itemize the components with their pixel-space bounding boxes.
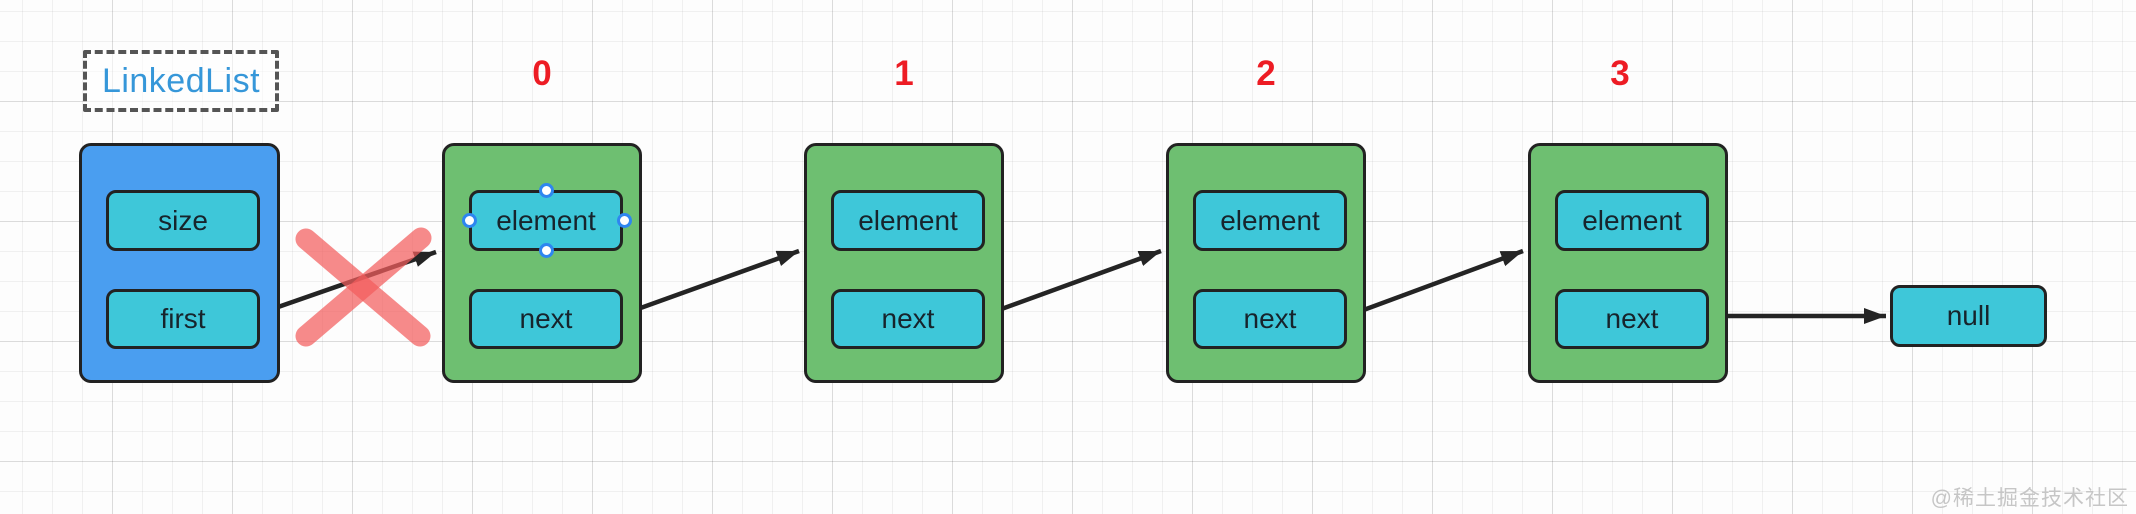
node0-element-field[interactable]: element [469,190,623,251]
node2-box[interactable]: element next [1166,143,1366,383]
node3-next-field[interactable]: next [1555,289,1709,349]
node3-element-label: element [1582,204,1682,236]
node2-element-field[interactable]: element [1193,190,1347,251]
node3-index-label: 3 [1610,54,1630,93]
node1-box[interactable]: element next [804,143,1004,383]
node0-element-label: element [496,204,596,236]
selection-handle-top[interactable] [539,182,554,198]
red-cross-icon[interactable] [295,227,432,347]
node2-index-label: 2 [1256,54,1276,93]
linkedlist-title-label: LinkedList [101,61,261,100]
null-terminator-box[interactable]: null [1890,285,2047,347]
first-field-label: first [160,303,206,334]
node0-next-field[interactable]: next [469,289,623,349]
watermark-text: @稀土掘金技术社区 [1930,487,2129,510]
node2-next-field[interactable]: next [1193,289,1347,349]
node3-element-field[interactable]: element [1555,190,1709,251]
node0-next-label: next [519,303,573,334]
node1-next-label: next [881,303,935,334]
node0-box[interactable]: element next [442,143,642,383]
null-terminator-label: null [1946,300,1991,331]
node1-index-label: 1 [894,54,914,93]
size-field[interactable]: size [106,190,260,251]
selection-handle-right[interactable] [616,212,632,228]
node2-element-label: element [1220,204,1320,236]
selection-handle-bottom[interactable] [539,242,554,258]
first-field[interactable]: first [106,289,260,349]
arrow-node2-to-node3[interactable] [1349,248,1524,318]
node0-index-label: 0 [532,54,552,93]
node3-box[interactable]: element next [1528,143,1728,383]
node1-next-field[interactable]: next [831,289,985,349]
linkedlist-title-box[interactable]: LinkedList [83,50,279,112]
arrow-node0-to-node1[interactable] [620,248,800,318]
node1-element-label: element [858,204,958,236]
size-field-label: size [158,204,208,236]
node1-element-field[interactable]: element [831,190,985,251]
selection-handle-left[interactable] [461,212,477,228]
linkedlist-object-box[interactable]: size first [79,143,280,383]
node2-next-label: next [1243,303,1297,334]
arrow-node1-to-node2[interactable] [984,248,1162,318]
node3-next-label: next [1605,303,1659,334]
arrow-first-to-node0[interactable] [257,249,437,317]
